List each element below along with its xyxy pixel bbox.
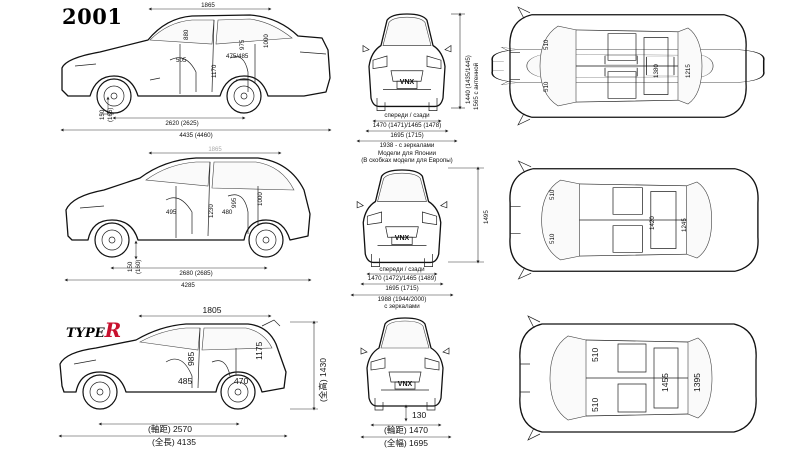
sedan-height-4: 1000 bbox=[263, 34, 270, 48]
hatch-plate: VNX bbox=[395, 235, 410, 242]
year-title: 2001 bbox=[62, 4, 123, 29]
typer-seat-2: 470 bbox=[234, 376, 248, 386]
hatch-top-dim-4: 1245 bbox=[681, 218, 688, 232]
hatch-mirror-width: 1988 (1944/2000) bbox=[378, 296, 427, 303]
hatch-clearance: 150 bbox=[127, 261, 134, 272]
typer-height-total: (全高) 1430 bbox=[318, 358, 328, 402]
typer-wheelbase: (軸距) 2570 bbox=[148, 424, 192, 434]
hatch-top-view: 510 510 1420 1245 bbox=[509, 160, 759, 280]
sedan-front-view: VNX 1440 (1435/1445) 1565 с антенной спе… bbox=[356, 12, 480, 164]
sedan-width: 1695 (1715) bbox=[390, 132, 423, 139]
typer-plate: VNX bbox=[398, 381, 413, 388]
typer-top-dim-4: 1395 bbox=[692, 373, 702, 392]
sedan-top-dim-4: 1215 bbox=[685, 64, 692, 78]
hatch-wheelbase: 2680 (2685) bbox=[179, 270, 212, 277]
hatch-seat-1: 495 bbox=[166, 209, 177, 216]
sedan-height-2: 1170 bbox=[211, 64, 218, 78]
hatch-top-dim-1: 510 bbox=[549, 189, 556, 200]
sedan-top-view: 510 510 1380 1215 bbox=[491, 6, 765, 126]
typer-side-view: 1805 985 1175 485 470 (全高) 1430 (軸距) 257… bbox=[58, 305, 328, 447]
sedan-roof-length: 1865 bbox=[201, 2, 215, 9]
market-note-japan: Модели для Японии bbox=[378, 150, 437, 157]
hatch-height-2: 995 bbox=[231, 197, 238, 208]
hatch-height: 1495 bbox=[483, 210, 490, 224]
hatch-width: 1695 (1715) bbox=[385, 285, 418, 292]
typer-seat-1: 485 bbox=[178, 376, 192, 386]
sedan-clearance: 150 bbox=[99, 109, 106, 120]
hatch-top-dim-2: 510 bbox=[549, 233, 556, 244]
sedan-plate: VNX bbox=[400, 79, 415, 86]
hatch-track: 1470 (1472)/1465 (1489) bbox=[368, 275, 436, 282]
sedan-height: 1440 (1435/1445) bbox=[465, 55, 472, 104]
sedan-clearance-alt: (165) bbox=[107, 108, 114, 122]
sedan-height-antenna: 1565 с антенной bbox=[473, 62, 480, 110]
hatch-mirror-note: с зеркалами bbox=[384, 303, 420, 310]
sedan-height-1: 880 bbox=[183, 29, 190, 40]
market-note-europe: (В скобках модели для Европы) bbox=[361, 157, 453, 164]
sedan-seat-1: 505 bbox=[176, 57, 187, 64]
hatch-height-1: 1230 bbox=[208, 204, 215, 218]
typer-clearance: 130 bbox=[412, 410, 426, 420]
typer-top-dim-2: 510 bbox=[590, 398, 600, 412]
sedan-mirror-width: 1938 - с зеркалами bbox=[380, 142, 435, 149]
sedan-top-dim-1: 510 bbox=[543, 39, 550, 50]
hatch-front-view: VNX 1495 спереди / сзади 1470 (1472)/146… bbox=[350, 166, 490, 310]
hatch-roof-length: 1865 bbox=[208, 147, 222, 153]
hatch-height-3: 1000 bbox=[257, 192, 264, 206]
typer-front-view: VNX 130 (輪距) 1470 (全幅) 1695 bbox=[360, 317, 452, 448]
type-r-logo: TYPER bbox=[66, 318, 121, 342]
typer-top-dim-3: 1455 bbox=[660, 373, 670, 392]
hatch-clearance-alt: (160) bbox=[135, 260, 142, 274]
typer-height-2: 1175 bbox=[254, 341, 264, 360]
typer-length: (全長) 4135 bbox=[152, 437, 196, 447]
hatch-length: 4285 bbox=[181, 282, 195, 289]
hatch-top-dim-3: 1420 bbox=[649, 216, 656, 230]
sedan-seat-2: 475/485 bbox=[226, 53, 249, 60]
sedan-top-dim-3: 1380 bbox=[653, 64, 660, 78]
hatch-track-caption: спереди / сзади bbox=[379, 266, 425, 273]
sedan-top-dim-2: 510 bbox=[543, 81, 550, 92]
typer-top-view: 510 510 1455 1395 bbox=[519, 315, 757, 441]
typer-top-dim-1: 510 bbox=[590, 348, 600, 362]
sedan-wheelbase: 2620 (2625) bbox=[165, 120, 198, 127]
sedan-height-3: 975 bbox=[239, 39, 246, 50]
sedan-side-view: 1865 880 1170 975 1000 505 475/485 150 (… bbox=[60, 2, 332, 139]
typer-track: (輪距) 1470 bbox=[384, 425, 428, 435]
sedan-track-caption: спереди / сзади bbox=[384, 112, 430, 119]
hatch-seat-2: 480 bbox=[222, 209, 233, 216]
sedan-track: 1470 (1471)/1465 (1478) bbox=[373, 122, 441, 129]
hatch-side-view: 1865 1230 995 1000 495 480 150 (160) 268… bbox=[64, 147, 312, 289]
typer-width: (全幅) 1695 bbox=[384, 438, 428, 448]
type-r-logo-type: TYPE bbox=[66, 326, 105, 341]
typer-height-1: 985 bbox=[186, 352, 196, 366]
typer-roof-length: 1805 bbox=[203, 305, 222, 315]
type-r-logo-r: R bbox=[104, 318, 122, 342]
sedan-length: 4435 (4460) bbox=[179, 132, 212, 139]
